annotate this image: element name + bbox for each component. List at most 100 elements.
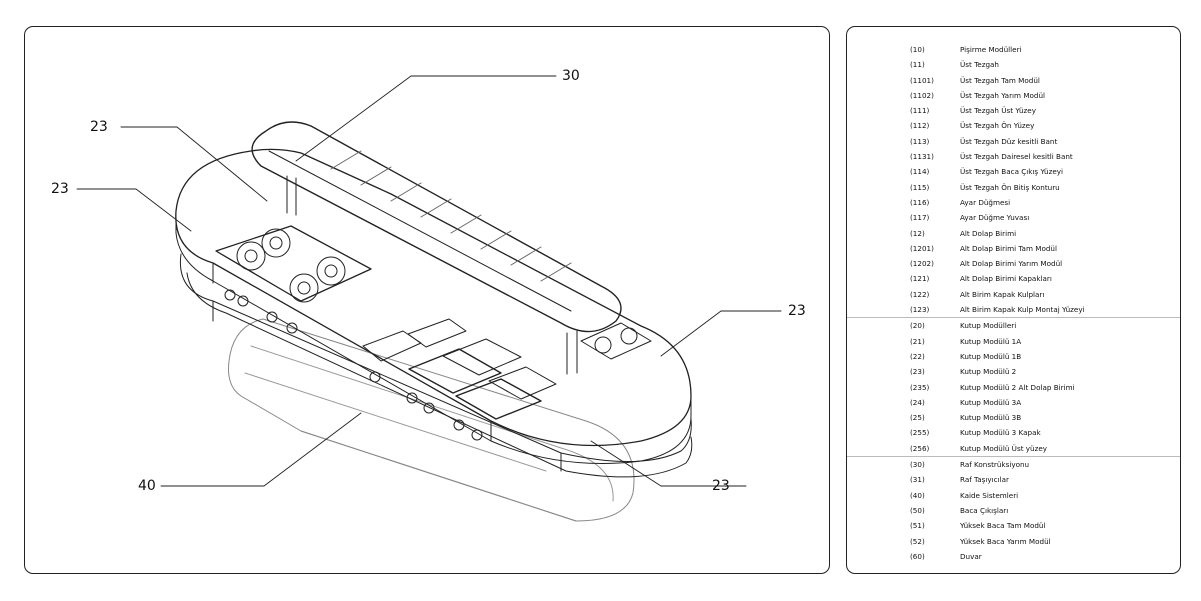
legend-code: (52) <box>910 536 925 546</box>
legend-label: Alt Dolap Birimi Kapakları <box>960 274 1052 284</box>
callout-23-bottom-right: 23 <box>712 478 730 494</box>
legend-item: (1131)Üst Tezgah Dairesel kesitli Bant <box>847 149 1180 164</box>
legend-code: (25) <box>910 413 925 423</box>
legend-item: (113) Üst Tezgah Düz kesitli Bant <box>847 134 1180 149</box>
legend-code: (113) <box>910 136 930 146</box>
legend-item: (12)Alt Dolap Birimi <box>847 226 1180 241</box>
legend-code: (1201) <box>910 243 934 253</box>
legend-item: (111) Üst Tezgah Üst Yüzey <box>847 103 1180 118</box>
legend-item: (1202)Alt Dolap Birimi Yarım Modül <box>847 256 1180 271</box>
legend-label: Üst Tezgah Ön Bitiş Konturu <box>960 182 1060 192</box>
legend-label: Ayar Düğmesi <box>960 197 1011 207</box>
legend-label: Kutup Modülü 3B <box>960 413 1022 423</box>
legend-code: (235) <box>910 382 930 392</box>
leader-lines <box>76 75 782 487</box>
legend-label: Kutup Modülü 1A <box>960 336 1022 346</box>
legend-item: (51)Yüksek Baca Tam Modül <box>847 518 1180 533</box>
legend-label: Alt Dolap Birimi Tam Modül <box>960 243 1057 253</box>
legend-code: (255) <box>910 428 930 438</box>
legend-item: (52) Yüksek Baca Yarım Modül <box>847 534 1180 549</box>
legend-label: Raf Taşıyıcılar <box>960 475 1009 485</box>
legend-item: (112) Üst Tezgah Ön Yüzey <box>847 118 1180 133</box>
legend-code: (111) <box>910 106 930 116</box>
legend-label: Alt Birim Kapak Kulp Montaj Yüzeyi <box>960 305 1085 315</box>
legend-code: (122) <box>910 289 930 299</box>
drawing-panel: 30 23 23 23 23 40 <box>24 26 830 574</box>
legend-code: (123) <box>910 305 930 315</box>
burner-plate-right <box>580 322 652 360</box>
legend-item: (235) Kutup Modülü 2 Alt Dolap Birimi <box>847 380 1180 395</box>
legend-label: Baca Çıkışları <box>960 505 1009 515</box>
legend-label: Yüksek Baca Yarım Modül <box>960 536 1051 546</box>
legend-code: (30) <box>910 460 925 470</box>
legend-code: (12) <box>910 228 925 238</box>
legend-label: Alt Birim Kapak Kulpları <box>960 289 1045 299</box>
legend-label: Kaide Sistemleri <box>960 490 1019 500</box>
legend-label: Kutup Modülü 3 Kapak <box>960 428 1041 438</box>
legend-item: (20) Kutup Modülleri <box>847 317 1180 333</box>
legend-code: (22) <box>910 351 925 361</box>
legend-label: Kutup Modülleri <box>960 321 1017 331</box>
legend-label: Kutup Modülü 1B <box>960 351 1022 361</box>
legend-label: Ayar Düğme Yuvası <box>960 213 1030 223</box>
legend-item: (24)Kutup Modülü 3A <box>847 395 1180 410</box>
legend-item: (1201) Alt Dolap Birimi Tam Modül <box>847 241 1180 256</box>
legend-label: Üst Tezgah Ön Yüzey <box>960 121 1035 131</box>
legend-item: (121)Alt Dolap Birimi Kapakları <box>847 271 1180 286</box>
legend-item: (123) Alt Birim Kapak Kulp Montaj Yüzeyi <box>847 302 1180 317</box>
legend-code: (256) <box>910 443 930 453</box>
legend-label: Raf Konstrüksiyonu <box>960 460 1030 470</box>
legend-label: Yüksek Baca Tam Modül <box>960 521 1046 531</box>
callout-30: 30 <box>562 68 580 84</box>
legend-label: Üst Tezgah <box>960 60 999 70</box>
shelf-construction <box>251 121 622 375</box>
callout-40: 40 <box>138 478 156 494</box>
legend-code: (116) <box>910 197 930 207</box>
callout-23-right: 23 <box>788 303 806 319</box>
legend-item: (10)Pişirme Modülleri <box>847 42 1180 57</box>
legend-item: (1101) Üst Tezgah Tam Modül <box>847 73 1180 88</box>
legend-code: (112) <box>910 121 930 131</box>
legend-item: (117) Ayar Düğme Yuvası <box>847 210 1180 225</box>
legend-item: (114) Üst Tezgah Baca Çıkış Yüzeyi <box>847 164 1180 179</box>
counter-body <box>179 253 693 478</box>
front-knobs <box>224 289 483 441</box>
legend-item: (31)Raf Taşıyıcılar <box>847 472 1180 487</box>
legend-label: Kutup Modülü 2 Alt Dolap Birimi <box>960 382 1075 392</box>
legend-item: (1102) Üst Tezgah Yarım Modül <box>847 88 1180 103</box>
legend-item: (22) Kutup Modülü 1B <box>847 349 1180 364</box>
legend-panel: (10)Pişirme Modülleri(11)Üst Tezgah(1101… <box>846 26 1181 574</box>
legend-item: (116) Ayar Düğmesi <box>847 195 1180 210</box>
legend-code: (114) <box>910 167 930 177</box>
legend-label: Üst Tezgah Üst Yüzey <box>960 106 1036 116</box>
callout-23-top-left: 23 <box>90 119 108 135</box>
legend-code: (115) <box>910 182 930 192</box>
legend-item: (23)Kutup Modülü 2 <box>847 364 1180 379</box>
legend-label: Üst Tezgah Düz kesitli Bant <box>960 136 1058 146</box>
legend-item: (256) Kutup Modülü Üst yüzey <box>847 441 1180 456</box>
legend-code: (21) <box>910 336 925 346</box>
legend-item: (30) Raf Konstrüksiyonu <box>847 456 1180 472</box>
cooking-island-illustration <box>76 75 782 522</box>
legend-item: (50) Baca Çıkışları <box>847 503 1180 518</box>
legend-code: (1102) <box>910 90 934 100</box>
legend-label: Üst Tezgah Tam Modül <box>960 75 1040 85</box>
legend-label: Üst Tezgah Yarım Modül <box>960 90 1046 100</box>
legend-label: Alt Dolap Birimi Yarım Modül <box>960 259 1063 269</box>
legend-item: (115) Üst Tezgah Ön Bitiş Konturu <box>847 180 1180 195</box>
legend-code: (1101) <box>910 75 934 85</box>
legend-code: (1131) <box>910 152 934 162</box>
legend-item: (21) Kutup Modülü 1A <box>847 334 1180 349</box>
legend-item: (255) Kutup Modülü 3 Kapak <box>847 425 1180 440</box>
legend-item: (25) Kutup Modülü 3B <box>847 410 1180 425</box>
legend-item: (11)Üst Tezgah <box>847 57 1180 72</box>
legend-label: Üst Tezgah Baca Çıkış Yüzeyi <box>960 167 1064 177</box>
legend-code: (50) <box>910 505 925 515</box>
counter-top <box>175 148 692 464</box>
legend-code: (20) <box>910 321 925 331</box>
legend-code: (10) <box>910 45 925 54</box>
legend-code: (117) <box>910 213 930 223</box>
legend-code: (60) <box>910 551 925 561</box>
legend-label: Kutup Modülü Üst yüzey <box>960 443 1048 453</box>
legend-list: (10)Pişirme Modülleri(11)Üst Tezgah(1101… <box>847 42 1180 564</box>
